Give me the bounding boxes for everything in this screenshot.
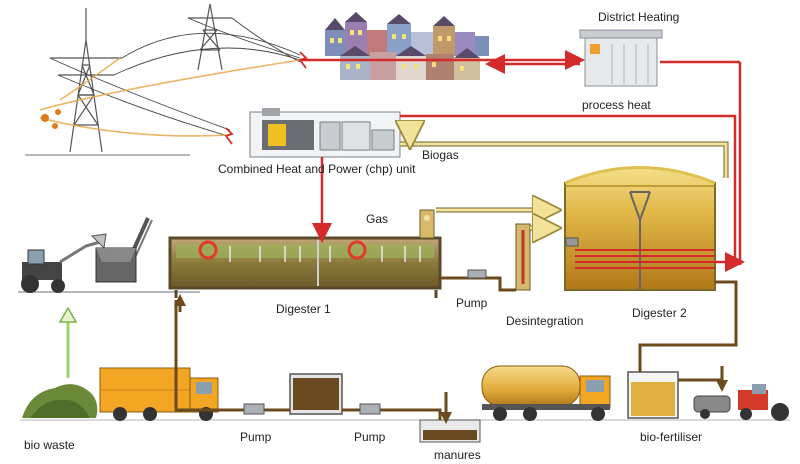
- label-chp-unit: Combined Heat and Power (chp) unit: [218, 162, 416, 176]
- bio-fertiliser-tank: [627, 371, 679, 419]
- label-digester-2: Digester 2: [632, 306, 687, 320]
- digester-2-tank: [564, 166, 716, 291]
- garbage-truck: [99, 367, 219, 421]
- power-pylon-left: [50, 8, 122, 153]
- heat-pipes: [300, 50, 745, 272]
- chp-unit: [249, 108, 401, 158]
- label-bio-waste: bio waste: [24, 438, 75, 452]
- label-manures: manures: [434, 448, 481, 462]
- pumps: [243, 269, 487, 415]
- power-lines: [49, 17, 301, 137]
- label-pump-top: Pump: [456, 296, 488, 310]
- town-houses: [325, 12, 489, 80]
- pipe-fertiliser-tractor: [678, 366, 724, 382]
- bio-waste-pile: [22, 384, 98, 418]
- district-heating-building: [579, 29, 663, 87]
- tractor-loader: [21, 233, 107, 293]
- conveyor-feeder: [95, 217, 153, 283]
- desintegration-unit: [515, 223, 531, 291]
- label-pump-left: Pump: [240, 430, 272, 444]
- label-pump-right: Pump: [354, 430, 386, 444]
- tractor-trailer: [693, 384, 789, 421]
- label-biogas: Biogas: [422, 148, 459, 162]
- feed-container: [289, 373, 343, 415]
- label-desintegration: Desintegration: [506, 314, 584, 328]
- label-bio-fertiliser: bio-fertiliser: [640, 430, 703, 444]
- label-digester-1: Digester 1: [276, 302, 331, 316]
- gas-pipes: [400, 144, 729, 228]
- label-district-heating: District Heating: [598, 10, 680, 24]
- tanker-truck: [481, 365, 611, 421]
- lightning-icon-chp: [224, 127, 234, 145]
- arrow-bio-waste-head: [58, 306, 78, 323]
- power-pylon-right: [188, 3, 232, 71]
- arrow-manure-head: [440, 412, 452, 424]
- power-lines-glow: [39, 57, 301, 137]
- spark-icon: [41, 109, 61, 129]
- arrow-fertiliser-head: [716, 380, 728, 392]
- label-process-heat: process heat: [582, 98, 651, 112]
- manure-pit: [419, 419, 481, 443]
- label-gas: Gas: [366, 212, 389, 226]
- digester-1-tank: [168, 209, 442, 298]
- arrow-feed-head: [174, 294, 186, 306]
